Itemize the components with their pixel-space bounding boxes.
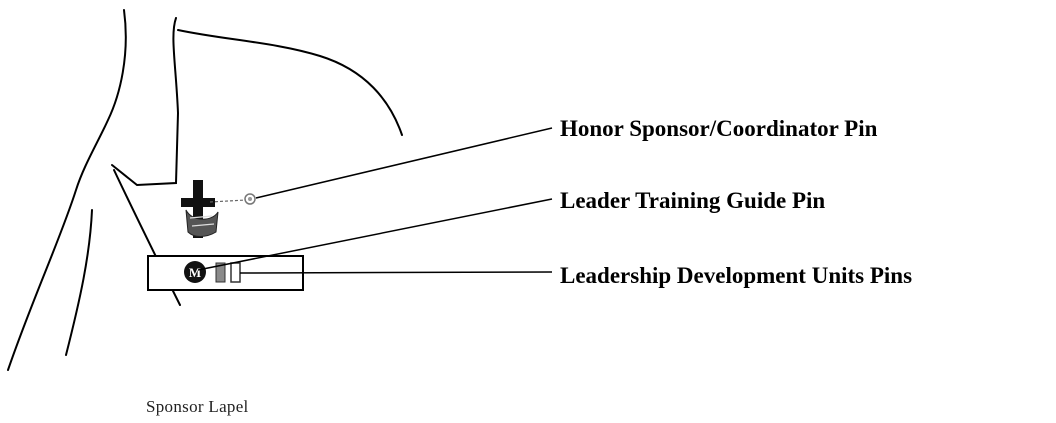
leader-lines: [197, 127, 553, 274]
honor-pin-leader-line: [255, 127, 553, 199]
ltg-pin-leader-line: [197, 198, 553, 271]
shoulder-seam: [177, 29, 403, 136]
development-unit-pin-2-icon: [230, 262, 241, 283]
lapel-edge: [111, 17, 180, 187]
diagram-caption: Sponsor Lapel: [146, 397, 249, 416]
leader-training-guide-pin-label: Leader Training Guide Pin: [560, 188, 826, 213]
jacket-outline: [7, 9, 403, 371]
ldu-pins-leader-line: [239, 271, 553, 274]
leadership-development-units-pins-label: Leadership Development Units Pins: [560, 263, 913, 288]
honor-sponsor-pin-icon: [181, 180, 256, 238]
inner-lapel-curve: [65, 209, 93, 356]
lapel-roll-line: [113, 169, 181, 306]
svg-text:M: M: [189, 265, 201, 280]
honor-sponsor-pin-label: Honor Sponsor/Coordinator Pin: [560, 116, 878, 141]
leader-training-guide-pin-icon: [184, 261, 206, 283]
development-unit-pin-1-icon: [215, 262, 226, 283]
collar-outer-edge: [7, 9, 127, 371]
